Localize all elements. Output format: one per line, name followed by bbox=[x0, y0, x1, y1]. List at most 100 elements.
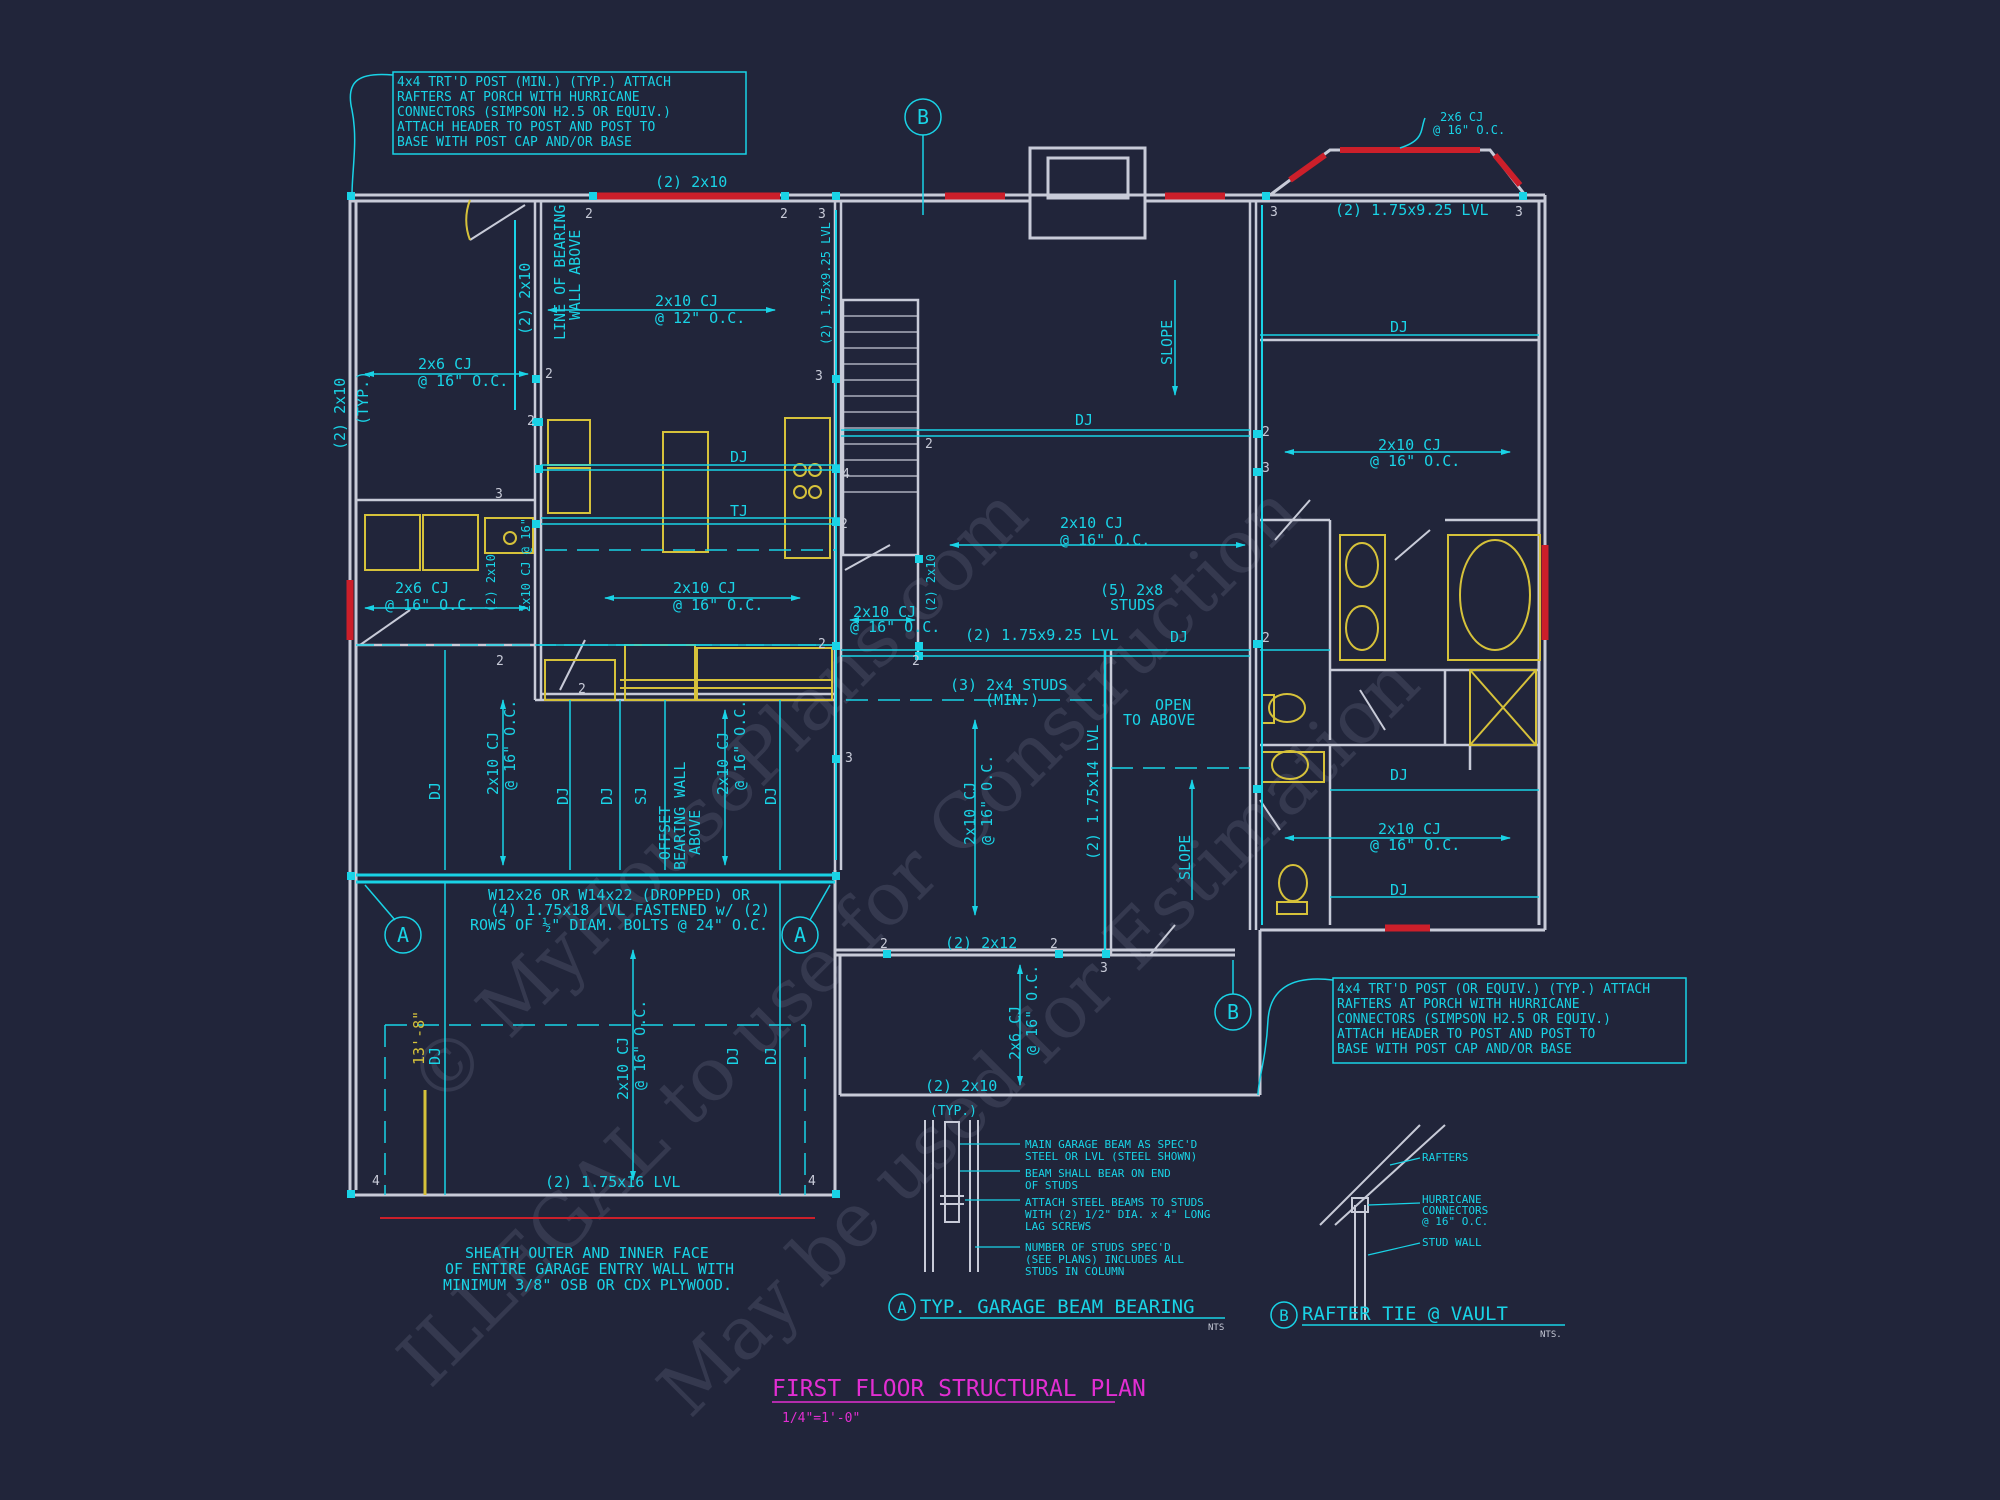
callout-tr-line-2: @ 16" O.C. bbox=[1433, 123, 1505, 137]
detail-a-marker: A bbox=[897, 1298, 907, 1317]
label-16oc-bath: @ 16" O.C. bbox=[1370, 836, 1460, 854]
note-br-line-2: RAFTERS AT PORCH WITH HURRICANE bbox=[1337, 997, 1580, 1012]
num-2-f: 2 bbox=[925, 437, 933, 452]
vlabel-2x10-cj-4: 2x10 CJ bbox=[614, 1037, 632, 1100]
num-3-e: 3 bbox=[495, 487, 503, 502]
label-2x6-cj-left: 2x6 CJ bbox=[418, 355, 472, 373]
num-3-c: 3 bbox=[1515, 205, 1523, 220]
vlabel-typ: (TYP.) bbox=[354, 371, 372, 425]
num-2-d: 2 bbox=[527, 414, 535, 429]
label-dj-br-top: DJ bbox=[1390, 318, 1408, 336]
label-16oc-living: @ 16" O.C. bbox=[1060, 531, 1150, 549]
vlabel-16oc-3: @ 16" O.C. bbox=[978, 755, 996, 845]
label-2x4-studs: (3) 2x4 STUDS bbox=[950, 676, 1067, 694]
label-dj-bath-bottom: DJ bbox=[1390, 881, 1408, 899]
num-2-g: 2 bbox=[1262, 425, 1270, 440]
detail-a-note-1b: STEEL OR LVL (STEEL SHOWN) bbox=[1025, 1150, 1197, 1163]
vlabel-dj-1: DJ bbox=[426, 782, 444, 800]
label-2x10-cj-living: 2x10 CJ bbox=[1060, 514, 1123, 532]
vlabel-bearing-line-1: LINE OF BEARING bbox=[551, 205, 569, 340]
exterior-walls bbox=[348, 146, 1547, 1197]
label-sheath-1: SHEATH OUTER AND INNER FACE bbox=[465, 1244, 709, 1262]
vlabel-2x10-cj-3: 2x10 CJ bbox=[961, 782, 979, 845]
label-2x10-cj-br: 2x10 CJ bbox=[1378, 436, 1441, 454]
column-markers bbox=[347, 192, 1527, 1198]
detail-a-note-1a: MAIN GARAGE BEAM AS SPEC'D bbox=[1025, 1138, 1197, 1151]
vlabel-bearing-line-2: WALL ABOVE bbox=[566, 230, 584, 320]
vlabel-16oc-4: @ 16" O.C. bbox=[631, 1000, 649, 1090]
vlabel-lvl-kitchen: (2) 1.75x9.25 LVL bbox=[819, 222, 833, 345]
detail-b: RAFTERS HURRICANE CONNECTORS @ 16" O.C. … bbox=[1270, 1124, 1565, 1340]
label-2x12: (2) 2x12 bbox=[945, 934, 1017, 952]
bay-window bbox=[1269, 147, 1527, 197]
note-tl-line-1: 4x4 TRT'D POST (MIN.) (TYP.) ATTACH bbox=[397, 75, 671, 90]
num-2-m: 2 bbox=[880, 937, 888, 952]
label-2x10-cj-stair: 2x10 CJ bbox=[853, 603, 916, 621]
note-box-bottom-right: 4x4 TRT'D POST (OR EQUIV.) (TYP.) ATTACH… bbox=[1257, 977, 1687, 1096]
detail-a-title: TYP. GARAGE BEAM BEARING bbox=[920, 1296, 1195, 1318]
detail-a-note-2b: OF STUDS bbox=[1025, 1179, 1078, 1192]
section-marker-a-right: A bbox=[794, 923, 806, 947]
vlabel-dj-2: DJ bbox=[554, 787, 572, 805]
detail-b-stud-wall: STUD WALL bbox=[1422, 1236, 1482, 1249]
section-marker-b-top: B bbox=[917, 105, 929, 129]
label-open-above-2: TO ABOVE bbox=[1123, 711, 1195, 729]
label-beam-line-1: W12x26 OR W14x22 (DROPPED) OR bbox=[488, 886, 751, 904]
section-markers bbox=[364, 98, 1252, 1031]
plan-labels: (2) 2x10 2x6 CJ @ 16" O.C. 2x10 CJ @ 12"… bbox=[385, 173, 1489, 1294]
label-16oc-br: @ 16" O.C. bbox=[1370, 452, 1460, 470]
vlabel-2x6-cj-porch: 2x6 CJ bbox=[1006, 1006, 1024, 1060]
label-tj-kitchen: TJ bbox=[730, 502, 748, 520]
num-2-e: 2 bbox=[840, 517, 848, 532]
vlabel-dj-5: DJ bbox=[426, 1047, 444, 1065]
label-2x10-cj-bath: 2x10 CJ bbox=[1378, 820, 1441, 838]
vlabel-slope-2: SLOPE bbox=[1176, 835, 1194, 880]
num-2-c: 2 bbox=[545, 367, 553, 382]
label-beam-line-2: (4) 1.75x18 LVL FASTENED w/ (2) bbox=[490, 901, 770, 919]
num-4-c: 4 bbox=[808, 1174, 816, 1189]
vlabel-sj: SJ bbox=[632, 787, 650, 805]
drawing-title: FIRST FLOOR STRUCTURAL PLAN bbox=[772, 1376, 1146, 1402]
label-16oc-left: @ 16" O.C. bbox=[418, 372, 508, 390]
note-tl-line-2: RAFTERS AT PORCH WITH HURRICANE bbox=[397, 90, 640, 105]
label-beam-line-3: ROWS OF ½" DIAM. BOLTS @ 24" O.C. bbox=[470, 916, 768, 934]
label-min: (MIN.) bbox=[985, 691, 1039, 709]
label-2x10-top: (2) 2x10 bbox=[655, 173, 727, 191]
label-2x10-cj-kitchen: 2x10 CJ bbox=[655, 292, 718, 310]
num-3-d: 3 bbox=[815, 369, 823, 384]
note-br-line-3: CONNECTORS (SIMPSON H2.5 OR EQUIV.) bbox=[1337, 1012, 1611, 1027]
vlabel-dj-4: DJ bbox=[762, 787, 780, 805]
detail-a-note-2a: BEAM SHALL BEAR ON END bbox=[1025, 1167, 1171, 1180]
vertical-labels: (2) 2x10 (TYP.) (2) 2x10 LINE OF BEARING… bbox=[331, 205, 1194, 1100]
label-open-above-1: OPEN bbox=[1155, 696, 1191, 714]
detail-a-note-4b: (SEE PLANS) INCLUDES ALL bbox=[1025, 1253, 1184, 1266]
detail-a-typ: (TYP.) bbox=[930, 1104, 977, 1119]
drawing-title-block: FIRST FLOOR STRUCTURAL PLAN 1/4"=1'-0" bbox=[772, 1376, 1146, 1426]
label-12oc-kitchen: @ 12" O.C. bbox=[655, 309, 745, 327]
callout-top-right: 2x6 CJ @ 16" O.C. bbox=[1399, 110, 1505, 149]
label-lvl-925-mid: (2) 1.75x9.25 LVL bbox=[965, 626, 1119, 644]
vlabel-16oc-2: @ 16" O.C. bbox=[731, 700, 749, 790]
vlabel-lvl-14: (2) 1.75x14 LVL bbox=[1084, 725, 1102, 860]
vlabel-16oc-porch: @ 16" O.C. bbox=[1023, 965, 1041, 1055]
num-3-b: 3 bbox=[1270, 205, 1278, 220]
section-marker-a-left: A bbox=[397, 923, 409, 947]
num-3-g: 3 bbox=[845, 751, 853, 766]
num-2-b: 2 bbox=[780, 207, 788, 222]
label-dj-living: DJ bbox=[1075, 411, 1093, 429]
detail-a-note-4c: STUDS IN COLUMN bbox=[1025, 1265, 1124, 1278]
num-4-b: 4 bbox=[372, 1174, 380, 1189]
label-lvl-925-br: (2) 1.75x9.25 LVL bbox=[1335, 201, 1489, 219]
num-2-l: 2 bbox=[912, 654, 920, 669]
note-tl-line-5: BASE WITH POST CAP AND/OR BASE bbox=[397, 135, 632, 150]
vlabel-2x10-stair: (2) 2x10 bbox=[924, 554, 938, 612]
num-2-h: 2 bbox=[1262, 631, 1270, 646]
label-16oc-stair: @ 16" O.C. bbox=[850, 618, 940, 636]
detail-b-hurricane-3: @ 16" O.C. bbox=[1422, 1215, 1488, 1228]
note-tl-line-3: CONNECTORS (SIMPSON H2.5 OR EQUIV.) bbox=[397, 105, 671, 120]
num-2-i: 2 bbox=[496, 654, 504, 669]
dimension-arrows bbox=[364, 280, 1511, 1181]
vlabel-slope-1: SLOPE bbox=[1158, 320, 1176, 365]
